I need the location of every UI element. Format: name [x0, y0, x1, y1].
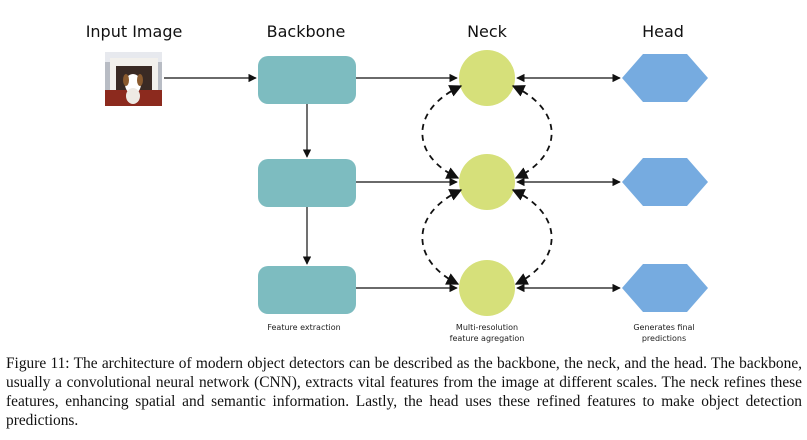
neck-node-1	[459, 50, 515, 106]
neck-note-line-1: Multi-resolution	[456, 323, 518, 332]
head-note-line-2: predictions	[642, 334, 686, 343]
neck-node-2	[459, 154, 515, 210]
head-block-3	[622, 264, 708, 312]
neck-node-3	[459, 260, 515, 316]
backbone-block-3	[258, 266, 356, 314]
neck-note-line-2: feature agregation	[450, 334, 525, 343]
backbone-note: Feature extraction	[267, 323, 340, 332]
head-block-2	[622, 158, 708, 206]
dashed-arrow-left-1-2	[421, 85, 463, 179]
backbone-block-1	[258, 56, 356, 104]
dashed-arrow-left-2-3	[421, 189, 463, 285]
dashed-arrow-right-1-2	[511, 85, 553, 179]
head-title: Head	[642, 22, 684, 41]
neck-title: Neck	[467, 22, 508, 41]
figure-caption: Figure 11: The architecture of modern ob…	[6, 355, 802, 429]
backbone-title: Backbone	[267, 22, 346, 41]
backbone-block-2	[258, 159, 356, 207]
head-block-1	[622, 54, 708, 102]
input-image	[105, 52, 162, 106]
flow-arrows	[164, 73, 621, 293]
head-note-line-1: Generates final	[633, 323, 694, 332]
dashed-arrow-right-2-3	[511, 189, 553, 285]
input-image-title: Input Image	[86, 22, 183, 41]
